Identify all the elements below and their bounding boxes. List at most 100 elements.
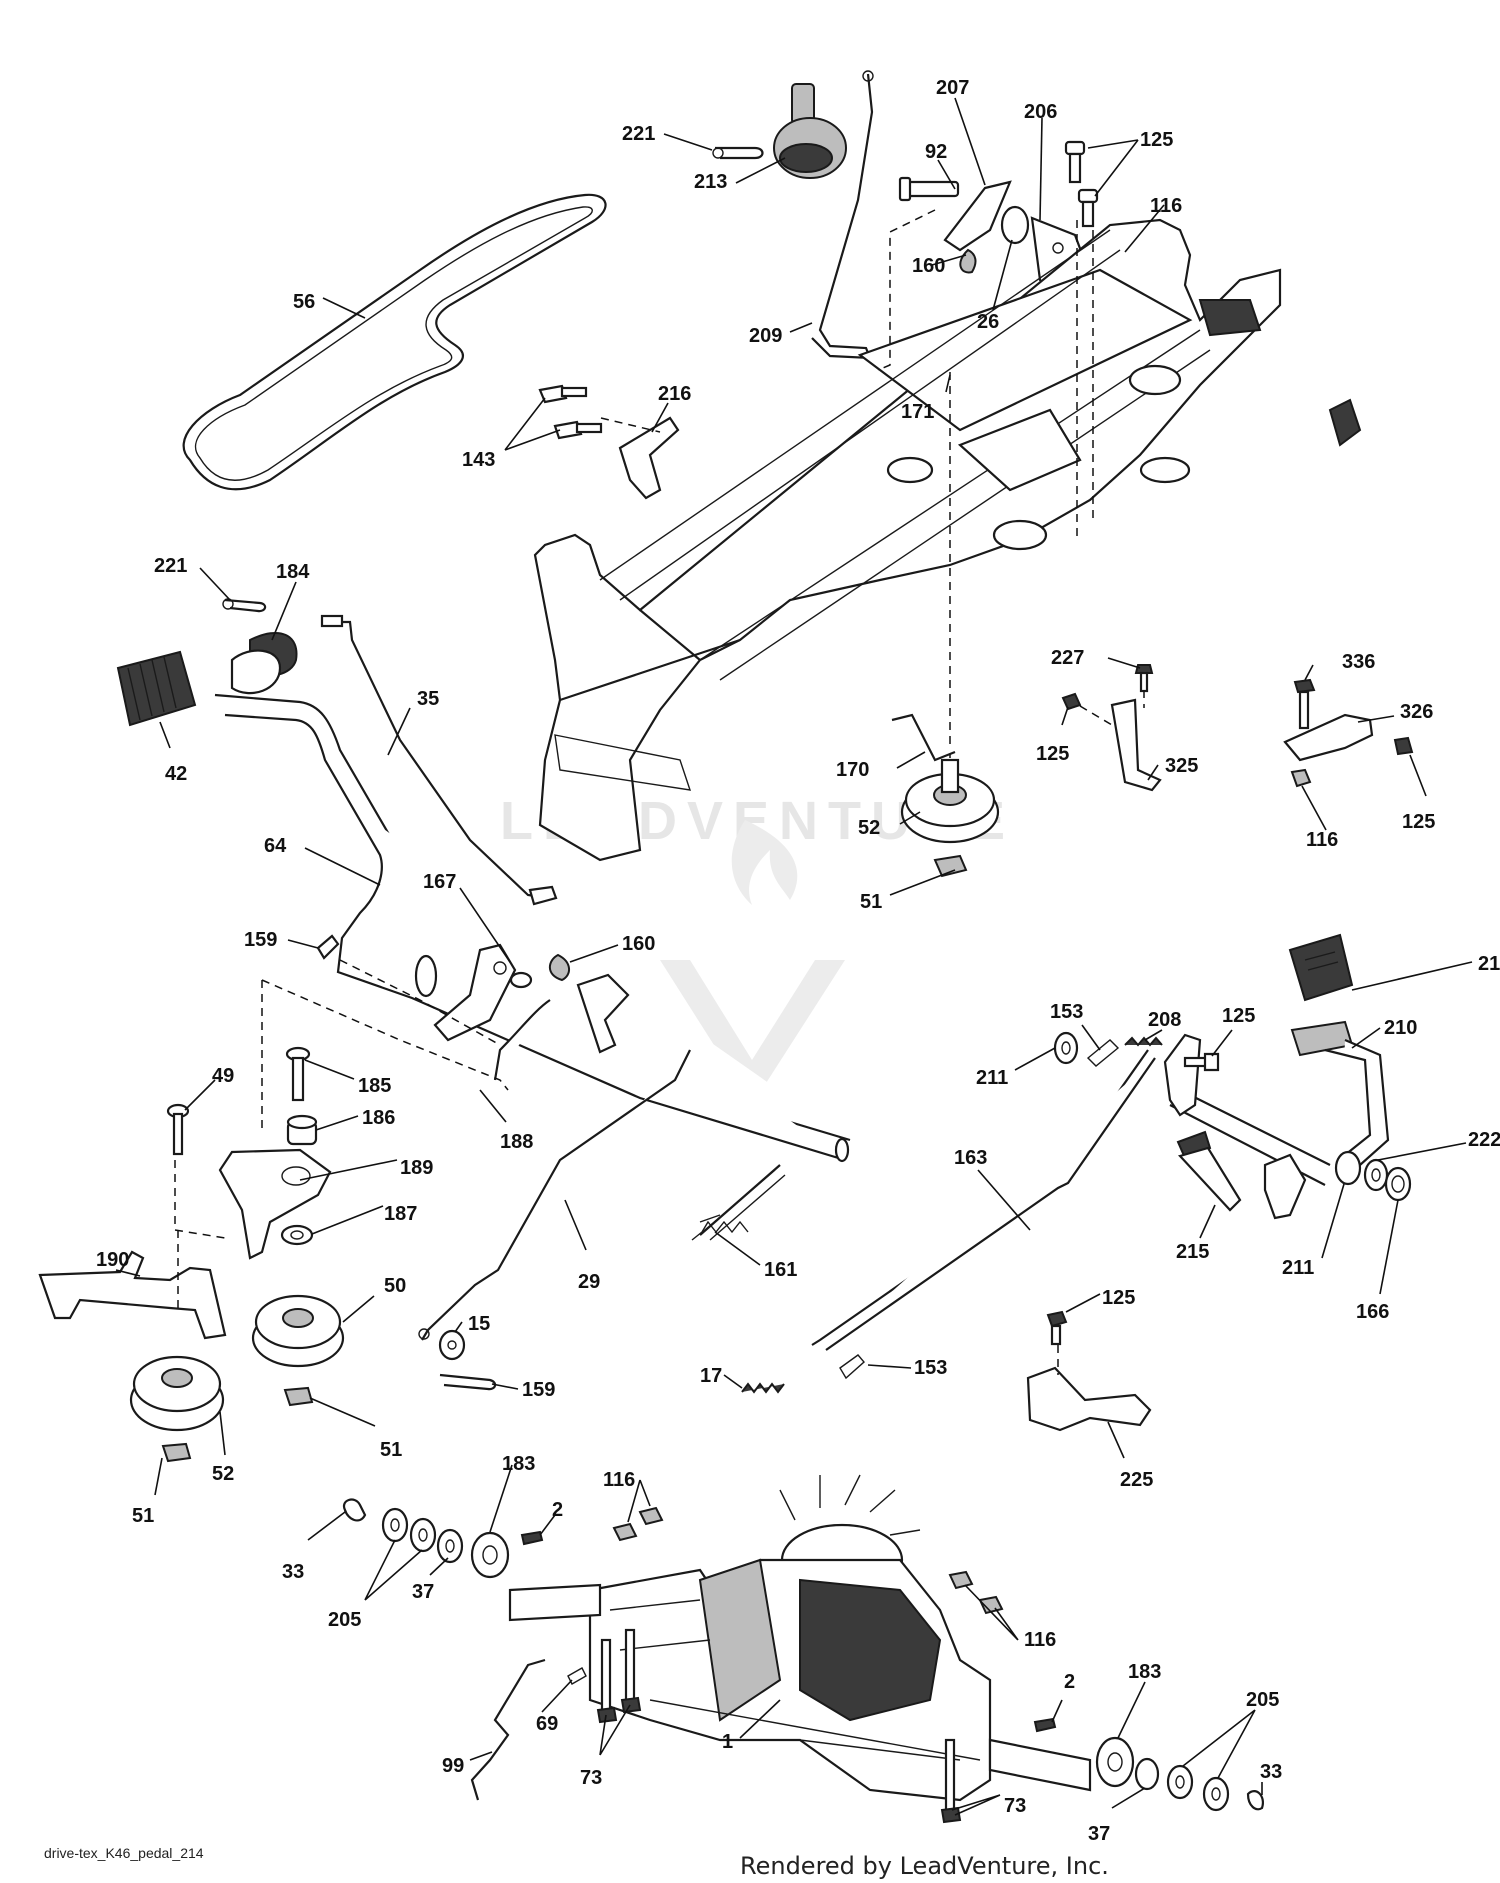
pin-221-mid: [222, 598, 267, 613]
label-186: 186: [362, 1107, 395, 1129]
pin-159-top: [316, 934, 340, 960]
label-171: 171: [901, 401, 934, 423]
pin-159-bottom: [439, 1373, 497, 1391]
grip-42: [116, 650, 197, 727]
label-183-left: 183: [502, 1453, 535, 1475]
assembly-line-5: [600, 417, 661, 433]
plate-189: [218, 1148, 332, 1260]
label-33-right: 33: [1260, 1761, 1282, 1783]
label-49: 49: [212, 1065, 234, 1087]
label-214: 214: [1478, 953, 1500, 975]
bracket-207: [943, 180, 1012, 252]
pulley-52-bottom: [129, 1355, 225, 1432]
rod-163: [811, 1049, 1156, 1351]
label-143: 143: [462, 449, 495, 471]
label-210: 210: [1384, 1017, 1417, 1039]
idler-arm-170: [891, 713, 956, 762]
clip-160-mid: [548, 953, 570, 982]
bolt-125-top: [1064, 140, 1099, 228]
label-208: 208: [1148, 1009, 1181, 1031]
label-206: 206: [1024, 101, 1057, 123]
label-2-right: 2: [1064, 1671, 1075, 1693]
bolt-49: [166, 1103, 190, 1156]
label-225: 225: [1120, 1469, 1153, 1491]
label-183-right: 183: [1128, 1661, 1161, 1683]
bearing-183-left: [470, 1531, 510, 1579]
bolt-125-b: [1393, 736, 1414, 756]
label-187: 187: [384, 1203, 417, 1225]
label-116-top: 116: [1150, 195, 1182, 217]
bearing-183-right: [1095, 1736, 1135, 1788]
rendered-by-credit: Rendered by LeadVenture, Inc.: [740, 1852, 1109, 1880]
label-99: 99: [442, 1755, 464, 1777]
rod-29: [418, 1049, 691, 1341]
label-37-left: 37: [412, 1581, 434, 1603]
watermark-logo: [660, 820, 845, 1105]
label-326: 326: [1400, 701, 1433, 723]
label-221-top: 221: [622, 123, 655, 145]
label-35: 35: [417, 688, 439, 710]
label-161: 161: [764, 1259, 797, 1281]
label-29: 29: [578, 1271, 600, 1293]
label-170: 170: [836, 759, 869, 781]
bolt-92: [898, 176, 960, 202]
washers-205-right: [1166, 1764, 1230, 1812]
spring-208: [1124, 1036, 1163, 1047]
nuts-116-transaxle: [948, 1570, 1004, 1615]
plate-326: [1283, 713, 1374, 762]
label-56: 56: [293, 291, 315, 313]
clip-160-top: [959, 248, 977, 274]
dash-325: [1079, 690, 1145, 726]
label-211-b: 211: [1282, 1257, 1314, 1279]
cross-shaft-pedal: [1163, 1033, 1331, 1220]
bracket-167: [433, 943, 533, 1042]
label-207: 207: [936, 77, 969, 99]
clip-153-bottom: [839, 1354, 865, 1380]
spring-17: [741, 1382, 785, 1394]
label-189: 189: [400, 1157, 433, 1179]
nut-116-right: [1290, 768, 1312, 788]
washer-222: [1363, 1158, 1389, 1192]
bracket-216: [618, 416, 680, 500]
knob-213: [773, 83, 847, 179]
nut-51-top: [933, 854, 968, 878]
pad-214: [1288, 933, 1354, 1002]
pedal-210: [1290, 1020, 1390, 1172]
label-52-bottom: 52: [212, 1463, 234, 1485]
plate-190: [38, 1250, 227, 1340]
label-64: 64: [264, 835, 287, 857]
lift-lever-64: [214, 693, 851, 1163]
diagram-id: drive-tex_K46_pedal_214: [44, 1845, 204, 1861]
label-163: 163: [954, 1147, 987, 1169]
part-labels: 221 213 207 206 125 92 116 56 160 26 209…: [96, 77, 1500, 1845]
label-15: 15: [468, 1313, 490, 1335]
label-51-mid: 51: [380, 1439, 402, 1461]
label-159-top: 159: [244, 929, 277, 951]
assembly-line-8: [339, 959, 501, 1046]
label-125-a: 125: [1036, 743, 1069, 765]
bushing-211-a: [1053, 1031, 1079, 1065]
bolt-227: [1134, 664, 1154, 693]
e-clip-33-right: [1246, 1790, 1264, 1811]
clip-153-top: [1086, 1039, 1120, 1067]
label-1: 1: [722, 1731, 733, 1753]
label-26: 26: [977, 311, 999, 333]
nut-51-bottom: [161, 1442, 192, 1463]
label-125-b: 125: [1402, 811, 1435, 833]
label-52-top: 52: [858, 817, 880, 839]
bolt-336: [1293, 678, 1316, 730]
washer-15: [438, 1329, 466, 1361]
label-69: 69: [536, 1713, 558, 1735]
label-160-mid: 160: [622, 933, 655, 955]
drive-belt-56: [182, 193, 607, 491]
bolts-73-right: [940, 1738, 962, 1824]
washer-37-left: [436, 1528, 464, 1564]
idler-pulley-52-top: [900, 758, 1000, 844]
label-227: 227: [1051, 647, 1084, 669]
rod-35: [320, 614, 558, 906]
label-73-left: 73: [580, 1767, 602, 1789]
key-2-right: [1033, 1717, 1057, 1733]
spacer-186: [286, 1114, 318, 1146]
rod-99: [470, 1658, 546, 1801]
